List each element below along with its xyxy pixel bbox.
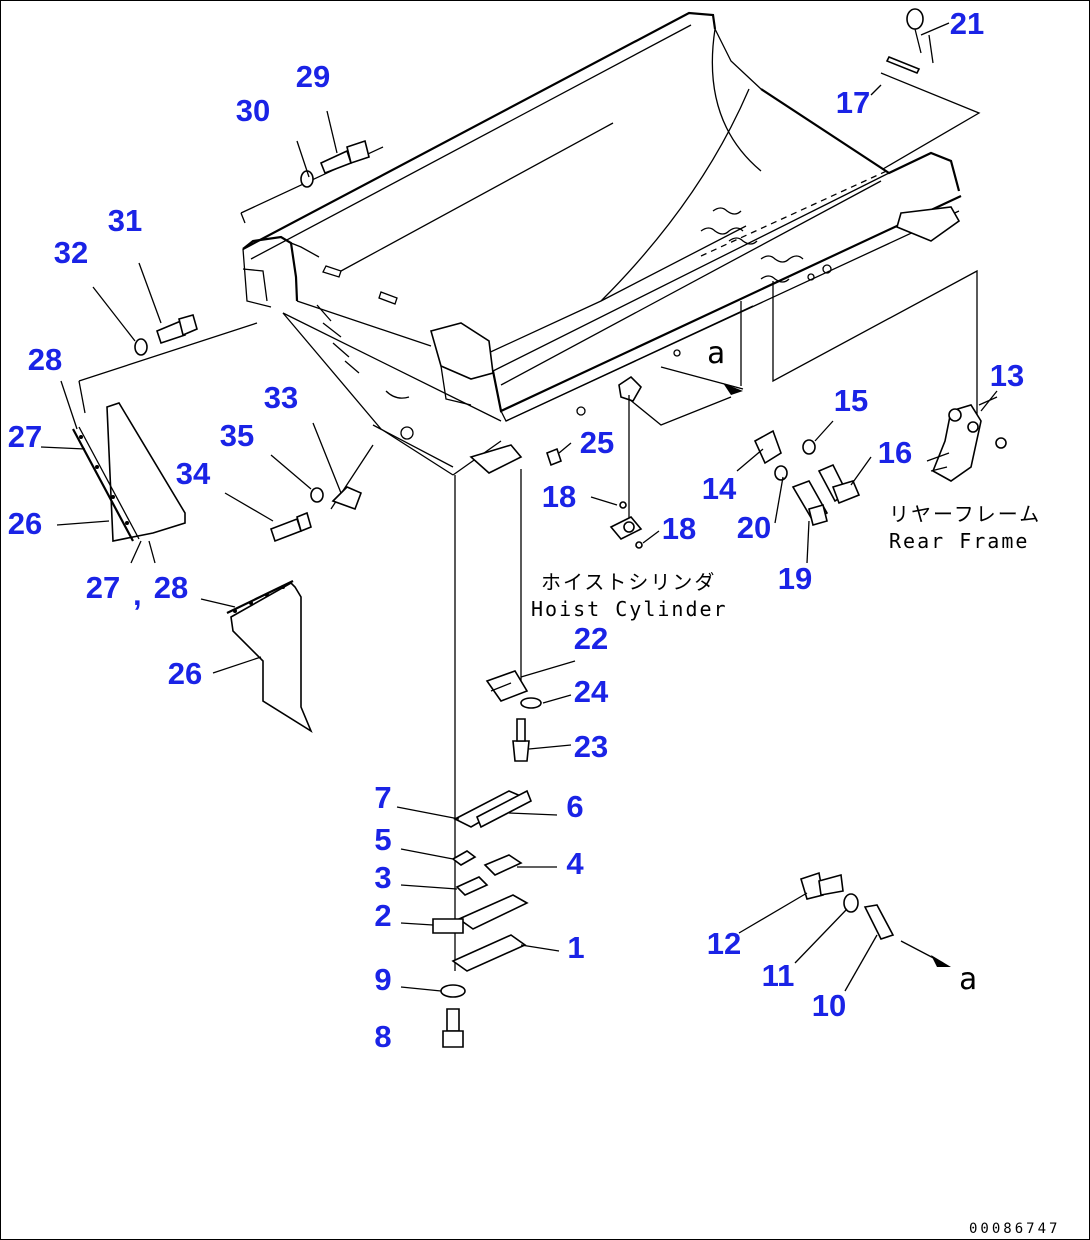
- callout-20: 20: [737, 510, 771, 545]
- callout-35: 35: [220, 418, 254, 453]
- hoist-cylinder-label-jp: ホイストシリンダ: [541, 570, 716, 594]
- callout-22: 22: [574, 621, 608, 656]
- hoist-cylinder-label-en: Hoist Cylinder: [531, 597, 728, 621]
- callout-17: 17: [836, 85, 870, 120]
- comma-separator: ,: [133, 577, 142, 612]
- callout-18: 18: [662, 511, 696, 546]
- callout-28: 28: [28, 342, 62, 377]
- callout-19: 19: [778, 561, 812, 596]
- callout-18: 18: [542, 479, 576, 514]
- callout-3: 3: [374, 860, 391, 895]
- callout-5: 5: [374, 822, 391, 857]
- callout-15: 15: [834, 383, 868, 418]
- callout-26: 26: [168, 656, 202, 691]
- dump-body: [242, 11, 962, 476]
- callout-31: 31: [108, 203, 142, 238]
- callout-14: 14: [702, 471, 737, 506]
- rear-frame-label-en: Rear Frame: [889, 529, 1029, 553]
- callout-21: 21: [950, 6, 984, 41]
- callout-2: 2: [374, 898, 391, 933]
- callout-12: 12: [707, 926, 741, 961]
- callout-32: 32: [54, 235, 88, 270]
- callout-9: 9: [374, 962, 391, 997]
- callout-28: 28: [154, 570, 188, 605]
- callout-leaders: [40, 22, 998, 992]
- callout-26: 26: [8, 506, 42, 541]
- reference-a-top: a: [707, 336, 727, 371]
- callout-10: 10: [812, 988, 846, 1023]
- text-labels: リヤーフレーム Rear Frame ホイストシリンダ Hoist Cylind…: [133, 336, 1060, 1237]
- callout-13: 13: [990, 358, 1024, 393]
- reference-a-bottom: a: [959, 962, 979, 997]
- callout-23: 23: [574, 729, 608, 764]
- callout-8: 8: [374, 1019, 391, 1054]
- callout-34: 34: [176, 456, 211, 491]
- rear-frame-label-jp: リヤーフレーム: [889, 502, 1041, 526]
- callout-33: 33: [264, 380, 298, 415]
- callout-4: 4: [566, 846, 584, 881]
- fasteners: [134, 8, 1007, 1048]
- callout-6: 6: [566, 789, 583, 824]
- mud-flaps: [72, 402, 313, 734]
- callout-30: 30: [236, 93, 270, 128]
- callout-24: 24: [574, 674, 609, 709]
- callout-29: 29: [296, 59, 330, 94]
- callout-11: 11: [762, 958, 795, 993]
- drawing-number: 00086747: [969, 1221, 1060, 1237]
- callout-25: 25: [580, 425, 614, 460]
- callout-27: 27: [86, 570, 120, 605]
- callout-7: 7: [374, 780, 391, 815]
- callout-1: 1: [567, 930, 584, 965]
- callout-16: 16: [878, 435, 912, 470]
- leader-lines: [78, 34, 998, 971]
- callout-27: 27: [8, 419, 42, 454]
